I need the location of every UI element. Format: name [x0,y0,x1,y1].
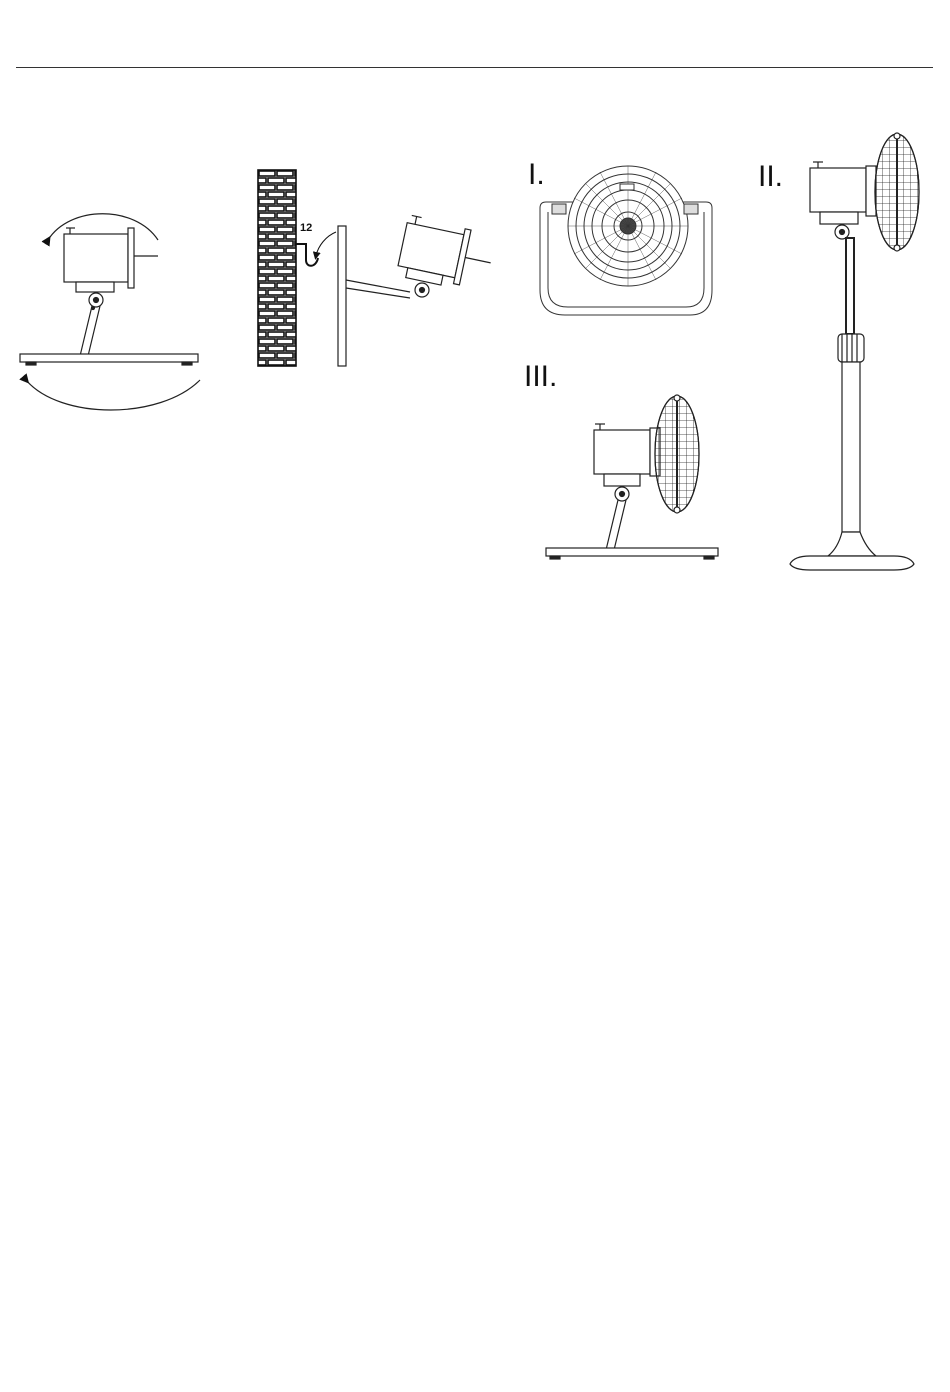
table-stand-diagram [546,395,718,559]
rotate-arrow-bottom [26,380,200,410]
figure-label-ii: II. [758,160,783,193]
wall-hook [296,244,318,266]
tilt-rotation-diagram [20,214,200,410]
front-view-diagram [540,166,712,315]
figure-label-i: I. [528,158,545,191]
hook-callout-label: 12 [300,222,312,234]
floor-stand-diagram [790,133,919,570]
brick-wall [258,170,296,366]
wall-mount-diagram: 12 [258,170,497,366]
figure-label-iii: III. [524,360,557,393]
